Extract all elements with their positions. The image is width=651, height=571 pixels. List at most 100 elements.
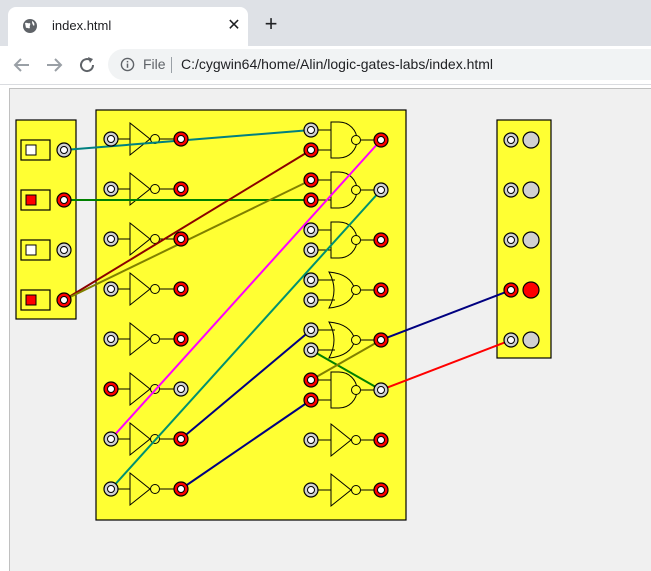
- pin-hole: [107, 185, 115, 193]
- pin-hole: [177, 485, 185, 493]
- wire-7[interactable]: [180, 399, 312, 490]
- pin-rgate-4-in-1[interactable]: [303, 342, 319, 358]
- led-5-lamp: [522, 331, 540, 349]
- wire-4[interactable]: [110, 139, 382, 440]
- pin-not-2-in[interactable]: [103, 231, 119, 247]
- pin-hole: [177, 435, 185, 443]
- pin-not-3-in[interactable]: [103, 281, 119, 297]
- not-gate-3-body: [129, 271, 151, 307]
- pin-rgate-4-out[interactable]: [373, 332, 389, 348]
- arrow-left-icon[interactable]: [10, 53, 34, 77]
- wire-10[interactable]: [310, 349, 382, 391]
- pin-rgate-3-out[interactable]: [373, 282, 389, 298]
- pin-rgate-5-in-1[interactable]: [303, 392, 319, 408]
- pin-led-4-in[interactable]: [503, 282, 519, 298]
- switch-2-toggle[interactable]: [25, 194, 37, 206]
- switch-3-toggle[interactable]: [25, 244, 37, 256]
- pin-led-2-in[interactable]: [503, 182, 519, 198]
- pin-rgate-6-out[interactable]: [373, 432, 389, 448]
- pin-rgate-3-in-1[interactable]: [303, 292, 319, 308]
- pin-led-1-in[interactable]: [503, 132, 519, 148]
- pin-hole: [177, 135, 185, 143]
- pin-led-5-in[interactable]: [503, 332, 519, 348]
- pin-rgate-2-in-0[interactable]: [303, 222, 319, 238]
- led-1-lamp: [522, 131, 540, 149]
- pin-rgate-5-in-0[interactable]: [303, 372, 319, 388]
- pin-rgate-7-out[interactable]: [373, 482, 389, 498]
- rgate-7-not-bubble: [351, 485, 361, 495]
- pin-led-3-in[interactable]: [503, 232, 519, 248]
- pin-rgate-2-out[interactable]: [373, 232, 389, 248]
- pin-hole: [507, 236, 515, 244]
- pin-rgate-3-in-0[interactable]: [303, 272, 319, 288]
- url-text[interactable]: C:/cygwin64/home/Alin/logic-gates-labs/i…: [181, 56, 494, 72]
- wire-2[interactable]: [63, 149, 312, 301]
- rgate-0-bubble: [351, 135, 361, 145]
- wire-11[interactable]: [310, 339, 382, 381]
- tab-index-html[interactable]: index.html ✕: [8, 7, 248, 46]
- pin-hole: [60, 246, 68, 254]
- pin-hole: [507, 286, 515, 294]
- new-tab-button[interactable]: +: [264, 11, 278, 36]
- pin-switch-pin-1[interactable]: [56, 142, 72, 158]
- not-gate-2-bubble: [150, 234, 160, 244]
- pin-not-6-in[interactable]: [103, 431, 119, 447]
- pin-not-4-out[interactable]: [173, 331, 189, 347]
- wire-6[interactable]: [110, 189, 382, 490]
- pin-not-0-in[interactable]: [103, 131, 119, 147]
- pin-hole: [107, 485, 115, 493]
- pin-switch-pin-3[interactable]: [56, 242, 72, 258]
- pin-not-3-out[interactable]: [173, 281, 189, 297]
- pin-rgate-6-in-0[interactable]: [303, 432, 319, 448]
- reload-icon[interactable]: [75, 53, 99, 77]
- pin-hole: [307, 436, 315, 444]
- pin-not-5-out[interactable]: [173, 381, 189, 397]
- switch-1-toggle[interactable]: [25, 144, 37, 156]
- pin-not-0-out[interactable]: [173, 131, 189, 147]
- pin-rgate-4-in-0[interactable]: [303, 322, 319, 338]
- pin-not-7-in[interactable]: [103, 481, 119, 497]
- rgate-3-bubble: [351, 285, 361, 295]
- not-gate-1-body: [129, 171, 151, 207]
- pin-hole: [377, 436, 385, 444]
- pin-switch-pin-2[interactable]: [56, 192, 72, 208]
- pin-hole: [377, 186, 385, 194]
- pin-not-4-in[interactable]: [103, 331, 119, 347]
- pin-hole: [307, 146, 315, 154]
- pin-rgate-1-in-1[interactable]: [303, 192, 319, 208]
- pin-hole: [107, 235, 115, 243]
- globe-icon: [23, 19, 37, 33]
- circuit-canvas: [9, 88, 651, 571]
- pin-rgate-1-in-0[interactable]: [303, 172, 319, 188]
- pin-not-7-out[interactable]: [173, 481, 189, 497]
- pin-not-6-out[interactable]: [173, 431, 189, 447]
- pin-rgate-5-out[interactable]: [373, 382, 389, 398]
- address-bar[interactable]: File C:/cygwin64/home/Alin/logic-gates-l…: [108, 49, 651, 80]
- pin-not-1-in[interactable]: [103, 181, 119, 197]
- pin-rgate-7-in-0[interactable]: [303, 482, 319, 498]
- info-icon[interactable]: [120, 57, 135, 72]
- wire-5[interactable]: [180, 329, 312, 440]
- pin-not-5-in[interactable]: [103, 381, 119, 397]
- pin-not-2-out[interactable]: [173, 231, 189, 247]
- close-icon[interactable]: ✕: [227, 17, 241, 34]
- rgate-4-or-body: [328, 321, 356, 359]
- pin-rgate-0-in-0[interactable]: [303, 122, 319, 138]
- arrow-right-icon[interactable]: [42, 53, 66, 77]
- pin-rgate-1-out[interactable]: [373, 182, 389, 198]
- pin-hole: [307, 296, 315, 304]
- pin-hole: [307, 376, 315, 384]
- pin-rgate-2-in-1[interactable]: [303, 242, 319, 258]
- switch-4-toggle[interactable]: [25, 294, 37, 306]
- pin-hole: [60, 296, 68, 304]
- tab-title: index.html: [52, 18, 112, 33]
- wire-9[interactable]: [380, 339, 512, 391]
- pin-rgate-0-in-1[interactable]: [303, 142, 319, 158]
- wire-8[interactable]: [380, 289, 512, 341]
- pin-switch-pin-4[interactable]: [56, 292, 72, 308]
- pin-not-1-out[interactable]: [173, 181, 189, 197]
- pin-rgate-0-out[interactable]: [373, 132, 389, 148]
- rgate-5-bubble: [351, 385, 361, 395]
- pin-hole: [307, 176, 315, 184]
- not-gate-2-body: [129, 221, 151, 257]
